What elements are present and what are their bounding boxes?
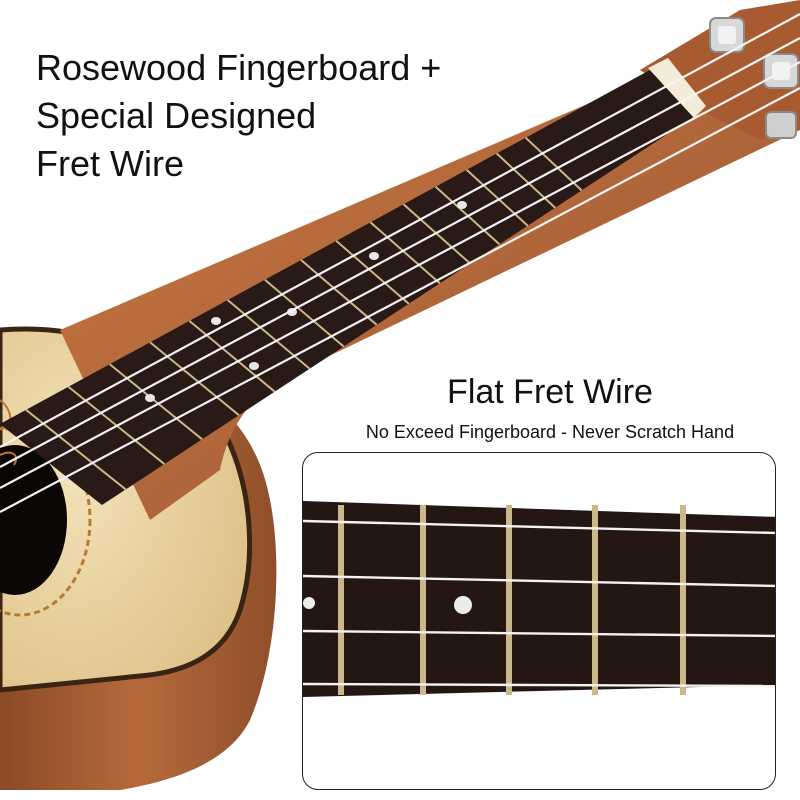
string bbox=[0, 87, 800, 513]
fret-wire bbox=[226, 299, 311, 370]
string bbox=[0, 13, 800, 448]
headline: Rosewood Fingerboard + Special Designed … bbox=[36, 44, 441, 188]
nut bbox=[648, 58, 706, 118]
fret-wire bbox=[506, 505, 512, 695]
fret-wire bbox=[680, 505, 686, 695]
string bbox=[303, 682, 775, 688]
string bbox=[303, 629, 775, 638]
fret-wire bbox=[300, 259, 378, 326]
headline-line-3: Fret Wire bbox=[36, 143, 184, 184]
fret-wires bbox=[25, 136, 583, 491]
closeup-strings bbox=[303, 519, 775, 688]
fret-marker-dot bbox=[249, 362, 259, 370]
closeup-position-markers bbox=[303, 596, 472, 614]
fret-wire bbox=[465, 169, 529, 227]
fret-marker-dot bbox=[369, 252, 379, 260]
tuning-peg-icon bbox=[765, 111, 797, 139]
closeup-inset bbox=[302, 452, 776, 790]
fret-wire bbox=[338, 505, 344, 695]
fret-wire bbox=[149, 341, 240, 416]
fret-marker-dot bbox=[145, 394, 155, 402]
fret-wire bbox=[264, 278, 345, 348]
callout-title: Flat Fret Wire bbox=[447, 373, 653, 411]
fret-marker-dot bbox=[211, 317, 221, 325]
string bbox=[0, 37, 800, 468]
fret-wire bbox=[420, 505, 426, 695]
string bbox=[303, 519, 775, 535]
tuning-peg-icon bbox=[709, 17, 745, 53]
fret-marker-dot bbox=[454, 596, 472, 614]
fret-marker-dot bbox=[303, 597, 315, 609]
fret-wire bbox=[109, 363, 203, 441]
callout-subtitle: No Exceed Fingerboard - Never Scratch Ha… bbox=[365, 422, 735, 442]
headline-line-1: Rosewood Fingerboard + bbox=[36, 47, 442, 88]
fret-wire bbox=[335, 240, 410, 305]
closeup-fretboard-photo bbox=[303, 501, 775, 697]
fret-wire bbox=[525, 136, 583, 192]
fret-wire bbox=[369, 221, 441, 285]
fret-marker-dot bbox=[457, 201, 467, 209]
fret-wire bbox=[592, 505, 598, 695]
headline-line-2: Special Designed bbox=[36, 95, 317, 136]
string bbox=[303, 574, 775, 588]
string bbox=[0, 61, 800, 489]
fret-wire bbox=[188, 320, 276, 393]
strings bbox=[0, 13, 800, 513]
closeup-fret-wires bbox=[338, 505, 686, 695]
